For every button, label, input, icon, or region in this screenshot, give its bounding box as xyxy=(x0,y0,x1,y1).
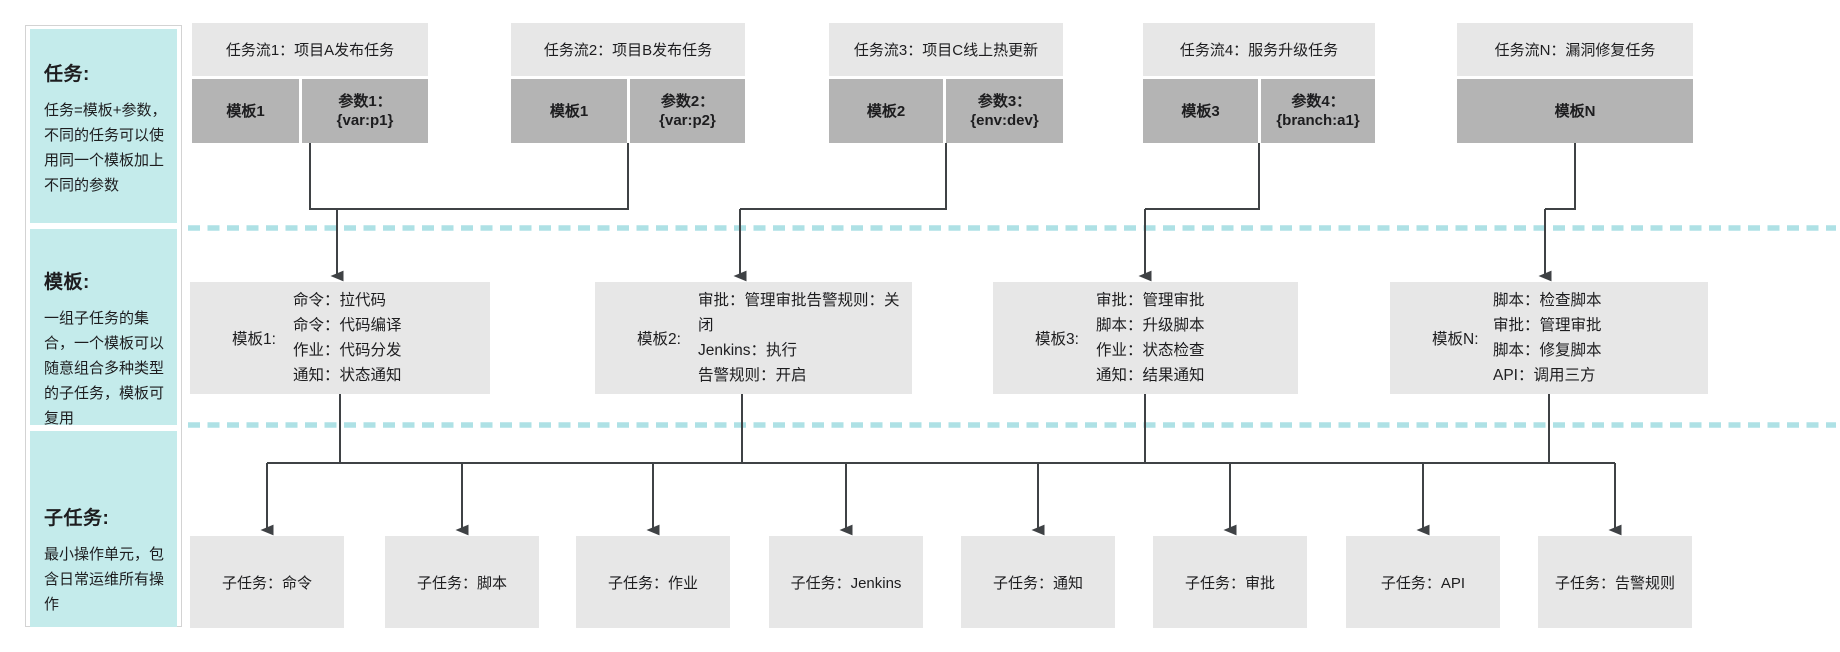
subtask-alert-rule: 子任务：告警规则 xyxy=(1538,536,1692,628)
task-flow-2-title: 任务流2：项目B发布任务 xyxy=(511,23,745,76)
template-1: 模板1: 命令：拉代码 命令：代码编译 作业：代码分发 通知：状态通知 xyxy=(190,282,490,394)
task-flow-3: 任务流3：项目C线上热更新 模板2 参数3： {env:dev} xyxy=(829,23,1063,143)
legend-template-title: 模板: xyxy=(44,272,90,293)
template-2-items: 审批：管理审批告警规则：关闭 Jenkins：执行 告警规则：开启 xyxy=(698,292,900,384)
task-flow-n: 任务流N：漏洞修复任务 模板N xyxy=(1457,23,1693,143)
legend-template-body: 一组子任务的集合，一个模板可以随意组合多种类型的子任务，模板可复用 xyxy=(44,310,165,427)
task-flow-1-title: 任务流1：项目A发布任务 xyxy=(192,23,428,76)
template-n: 模板N: 脚本：检查脚本 审批：管理审批 脚本：修复脚本 API：调用三方 xyxy=(1390,282,1708,394)
legend-subtask-title: 子任务: xyxy=(44,508,110,529)
legend-task-body: 任务=模板+参数，不同的任务可以使用同一个模板加上不同的参数 xyxy=(44,102,167,194)
template-2-label: 模板2: xyxy=(637,331,681,348)
template-3-label: 模板3: xyxy=(1035,331,1079,348)
task-flow-4: 任务流4：服务升级任务 模板3 参数4： {branch:a1} xyxy=(1143,23,1375,143)
template-1-items: 命令：拉代码 命令：代码编译 作业：代码分发 通知：状态通知 xyxy=(293,292,402,384)
task-flow-2: 任务流2：项目B发布任务 模板1 参数2： {var:p2} xyxy=(511,23,745,143)
legend-section-template: 模板: 一组子任务的集合，一个模板可以随意组合多种类型的子任务，模板可复用 xyxy=(30,229,177,427)
task-flow-1: 任务流1：项目A发布任务 模板1 参数1： {var:p1} xyxy=(192,23,428,143)
task-flow-3-param: 参数3： {env:dev} xyxy=(946,79,1063,143)
task-flow-1-template: 模板1 xyxy=(192,79,299,143)
task-flow-2-param: 参数2： {var:p2} xyxy=(630,79,745,143)
legend-section-subtask: 子任务: 最小操作单元，包含日常运维所有操作 xyxy=(30,431,177,627)
legend-sidebar: 任务: 任务=模板+参数，不同的任务可以使用同一个模板加上不同的参数 模板: 一… xyxy=(25,25,182,627)
template-1-label: 模板1: xyxy=(232,331,276,348)
task-flow-n-title: 任务流N：漏洞修复任务 xyxy=(1457,23,1693,76)
task-flow-2-template: 模板1 xyxy=(511,79,627,143)
subtask-notify: 子任务：通知 xyxy=(961,536,1115,628)
task-flow-3-template: 模板2 xyxy=(829,79,943,143)
subtask-approval: 子任务：审批 xyxy=(1153,536,1307,628)
subtask-jenkins: 子任务：Jenkins xyxy=(769,536,923,628)
template-3: 模板3: 审批：管理审批 脚本：升级脚本 作业：状态检查 通知：结果通知 xyxy=(993,282,1298,394)
template-2: 模板2: 审批：管理审批告警规则：关闭 Jenkins：执行 告警规则：开启 xyxy=(595,282,912,394)
task-flow-3-title: 任务流3：项目C线上热更新 xyxy=(829,23,1063,76)
task-flow-4-title: 任务流4：服务升级任务 xyxy=(1143,23,1375,76)
task-flow-1-param: 参数1： {var:p1} xyxy=(302,79,428,143)
template-n-label: 模板N: xyxy=(1432,331,1479,348)
legend-section-task: 任务: 任务=模板+参数，不同的任务可以使用同一个模板加上不同的参数 xyxy=(30,29,177,223)
subtask-script: 子任务：脚本 xyxy=(385,536,539,628)
subtask-api: 子任务：API xyxy=(1346,536,1500,628)
legend-subtask-body: 最小操作单元，包含日常运维所有操作 xyxy=(44,546,165,613)
subtask-command: 子任务：命令 xyxy=(190,536,344,628)
template-3-items: 审批：管理审批 脚本：升级脚本 作业：状态检查 通知：结果通知 xyxy=(1096,292,1205,384)
task-flow-n-template: 模板N xyxy=(1457,79,1693,143)
subtask-job: 子任务：作业 xyxy=(576,536,730,628)
task-flow-4-param: 参数4： {branch:a1} xyxy=(1261,79,1375,143)
template-n-items: 脚本：检查脚本 审批：管理审批 脚本：修复脚本 API：调用三方 xyxy=(1493,292,1602,384)
task-flow-4-template: 模板3 xyxy=(1143,79,1258,143)
legend-task-title: 任务: xyxy=(44,64,90,85)
